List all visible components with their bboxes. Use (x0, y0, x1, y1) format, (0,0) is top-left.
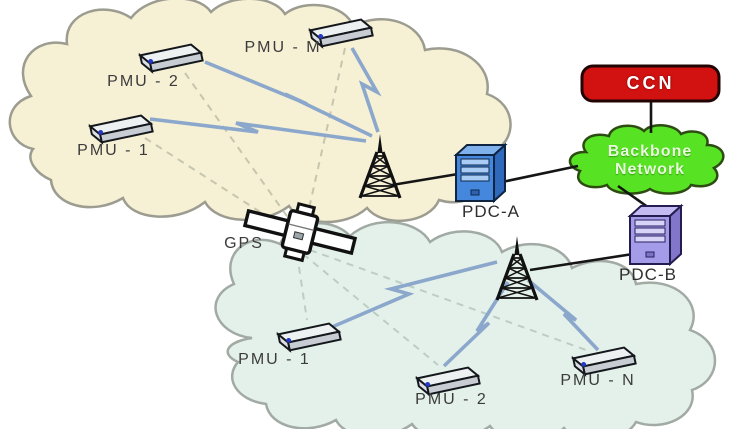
gps-link-pmu-a2 (184, 72, 290, 220)
label-pdc-a: PDC-A (462, 202, 520, 221)
gps-satellite-icon (242, 202, 358, 263)
label-pmu-a1: PMU - 1 (77, 142, 150, 159)
pmu-a2-device-icon (137, 43, 204, 74)
gps-sync-links-a (144, 47, 346, 227)
lightning-bolt-pmu-b2 (442, 281, 510, 368)
pmu-b2-device-icon (414, 366, 481, 397)
lightning-bolt-pmu-bn (526, 278, 600, 352)
gps-link-pmu-am (307, 47, 346, 214)
cell-tower-b-icon (495, 236, 539, 301)
cloud-cluster-b (214, 220, 717, 429)
wire-pdc-a-backbone (501, 164, 579, 184)
label-pmu-b1: PMU - 1 (238, 351, 311, 368)
label-gps: GPS (224, 235, 264, 252)
wireless-links (149, 47, 600, 368)
gps-link-pmu-bn (309, 249, 587, 351)
cell-tower-a-icon (358, 134, 402, 199)
wire-tower-a-pdc-a (391, 172, 459, 187)
pmu-a1-device-icon (87, 114, 154, 145)
lightning-bolt-pmu-am (350, 47, 382, 133)
gps-link-pmu-b1 (296, 253, 308, 321)
cloud-cluster-a (8, 0, 512, 224)
pmu-bn-device-icon (570, 346, 637, 377)
gps-link-pmu-a1 (144, 137, 283, 227)
label-pmu-bn: PMU - N (560, 372, 636, 389)
lightning-bolt-pmu-a1 (149, 117, 367, 143)
server-pdc-a-icon (453, 142, 508, 204)
lightning-bolt-pmu-b1 (331, 260, 498, 329)
server-pdc-b-icon (627, 203, 684, 267)
lightning-bolt-pmu-a2 (204, 60, 373, 138)
gps-sync-links-b (296, 249, 587, 366)
label-pmu-a2: PMU - 2 (107, 73, 180, 90)
pmu-am-device-icon (307, 18, 374, 49)
label-pdc-b: PDC-B (619, 265, 677, 284)
ccn-box (580, 64, 721, 103)
label-pmu-b2: PMU - 2 (415, 391, 488, 408)
label-backbone-network: Backbone Network (607, 143, 693, 178)
wire-tower-b-pdc-b (529, 252, 634, 272)
pmu-b1-device-icon (275, 322, 342, 353)
cloud-backbone-network (568, 124, 725, 195)
label-pmu-am: PMU - M (244, 39, 322, 56)
gps-link-pmu-b2 (302, 253, 439, 366)
label-ccn: CCN (626, 73, 675, 93)
